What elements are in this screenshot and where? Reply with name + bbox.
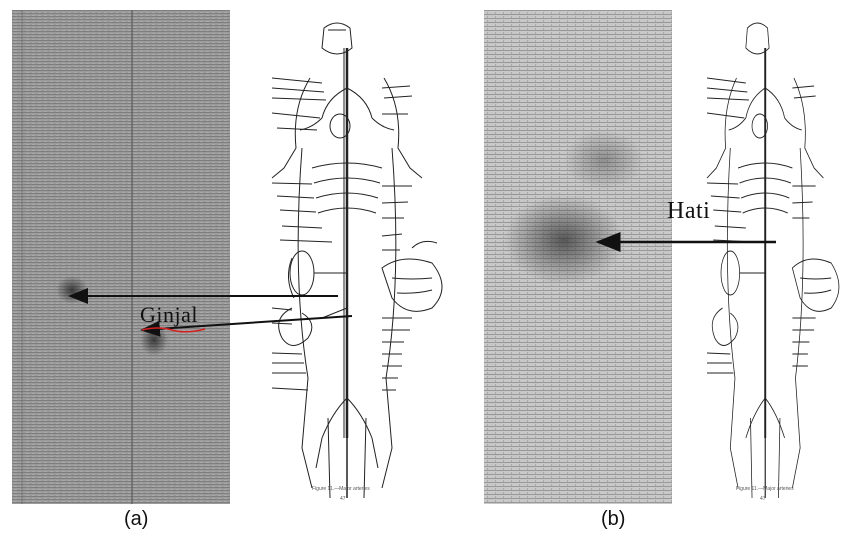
figure-caption-b: Figure 11.—Major arteries — [736, 486, 794, 492]
figure-caption-a: Figure 11.—Major arteries — [312, 486, 370, 492]
page-number-a: 47 — [340, 496, 346, 502]
artery-diagram-b: Figure 11.—Major arteries 47 — [676, 18, 856, 504]
panel-caption-b: (b) — [601, 508, 625, 531]
label-ginjal: Ginjal — [140, 302, 198, 328]
panel-caption-a: (a) — [124, 508, 148, 531]
scan-image-a — [12, 10, 230, 504]
scan-image-b — [484, 10, 672, 504]
artery-diagram-a: Figure 11.—Major arteries 47 — [232, 18, 464, 504]
label-hati: Hati — [667, 198, 710, 225]
page-number-b: 47 — [760, 496, 766, 502]
